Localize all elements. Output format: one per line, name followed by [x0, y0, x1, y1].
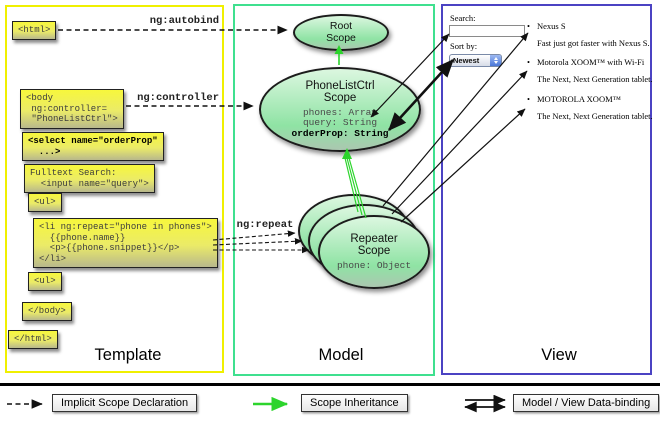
template-column-title: Template: [94, 346, 162, 364]
label-ng-repeat: ng:repeat: [236, 219, 294, 231]
model-column-box: [233, 4, 435, 376]
code-box-body-close: </body>: [22, 302, 72, 321]
model-column-title: Model: [318, 346, 364, 364]
bullet-icon: •: [527, 94, 530, 104]
code-box-ul-open: <ul>: [28, 193, 62, 212]
code-box-fulltext-search: Fulltext Search: <input name="query">: [24, 164, 155, 193]
green-arrow-icon: [253, 397, 289, 411]
item-name: Motorola XOOM™ with Wi-Fi: [537, 57, 645, 67]
label-ng-autobind: ng:autobind: [149, 15, 219, 27]
code-box-html-close: </html>: [8, 330, 58, 349]
code-box-html-open: <html>: [12, 21, 57, 40]
code-box-select: <select name="orderProp" ...>: [22, 132, 164, 161]
list-item: • Nexus S: [527, 21, 566, 31]
search-input[interactable]: [449, 25, 525, 37]
phonelistctrl-scope-ellipse: PhoneListCtrl Scope phones: Array query:…: [259, 67, 421, 152]
repeater-scope-ellipse-front: Repeater Scope phone: Object: [318, 215, 430, 289]
code-box-body-open: <body ng:controller= "PhoneListCtrl">: [20, 89, 124, 129]
view-column-title: View: [541, 346, 577, 364]
code-box-ul-close: <ul>: [28, 272, 62, 291]
list-item-desc: The Next, Next Generation tablet.: [537, 111, 653, 121]
bullet-icon: •: [527, 57, 530, 67]
repeater-scope-label: Repeater Scope: [350, 232, 398, 258]
list-item-desc: The Next, Next Generation tablet.: [537, 74, 653, 84]
legend-scope-inheritance: Scope Inheritance: [301, 394, 408, 412]
phonelistctrl-scope-props: phones: Array query: String: [302, 106, 378, 129]
legend-implicit-scope: Implicit Scope Declaration: [52, 394, 198, 412]
dropdown-stepper-icon: [490, 55, 501, 66]
code-box-li-repeat: <li ng:repeat="phone in phones"> {{phone…: [33, 218, 218, 268]
sort-dropdown-value: Newest: [453, 56, 480, 65]
search-label: Search:: [450, 13, 476, 23]
root-scope-label: Root Scope: [326, 20, 356, 44]
list-item: • MOTOROLA XOOM™: [527, 94, 621, 104]
repeater-scope-prop: phone: Object: [336, 259, 412, 271]
item-name: Nexus S: [537, 21, 566, 31]
double-arrow-icon: [464, 395, 506, 413]
dashed-arrow-icon: [7, 399, 43, 409]
phonelistctrl-scope-label: PhoneListCtrl Scope: [305, 79, 375, 105]
bullet-icon: •: [527, 21, 530, 31]
legend-divider: [0, 383, 660, 386]
root-scope-ellipse: Root Scope: [293, 14, 389, 51]
list-item-desc: Fast just got faster with Nexus S.: [537, 38, 650, 48]
list-item: • Motorola XOOM™ with Wi-Fi: [527, 57, 644, 67]
item-name: MOTOROLA XOOM™: [537, 94, 621, 104]
sort-dropdown[interactable]: Newest: [449, 54, 502, 67]
sort-by-label: Sort by:: [450, 41, 478, 51]
legend-model-view-binding: Model / View Data-binding: [513, 394, 660, 412]
phonelistctrl-scope-orderprop: orderProp: String: [291, 127, 389, 139]
label-ng-controller: ng:controller: [137, 92, 219, 104]
